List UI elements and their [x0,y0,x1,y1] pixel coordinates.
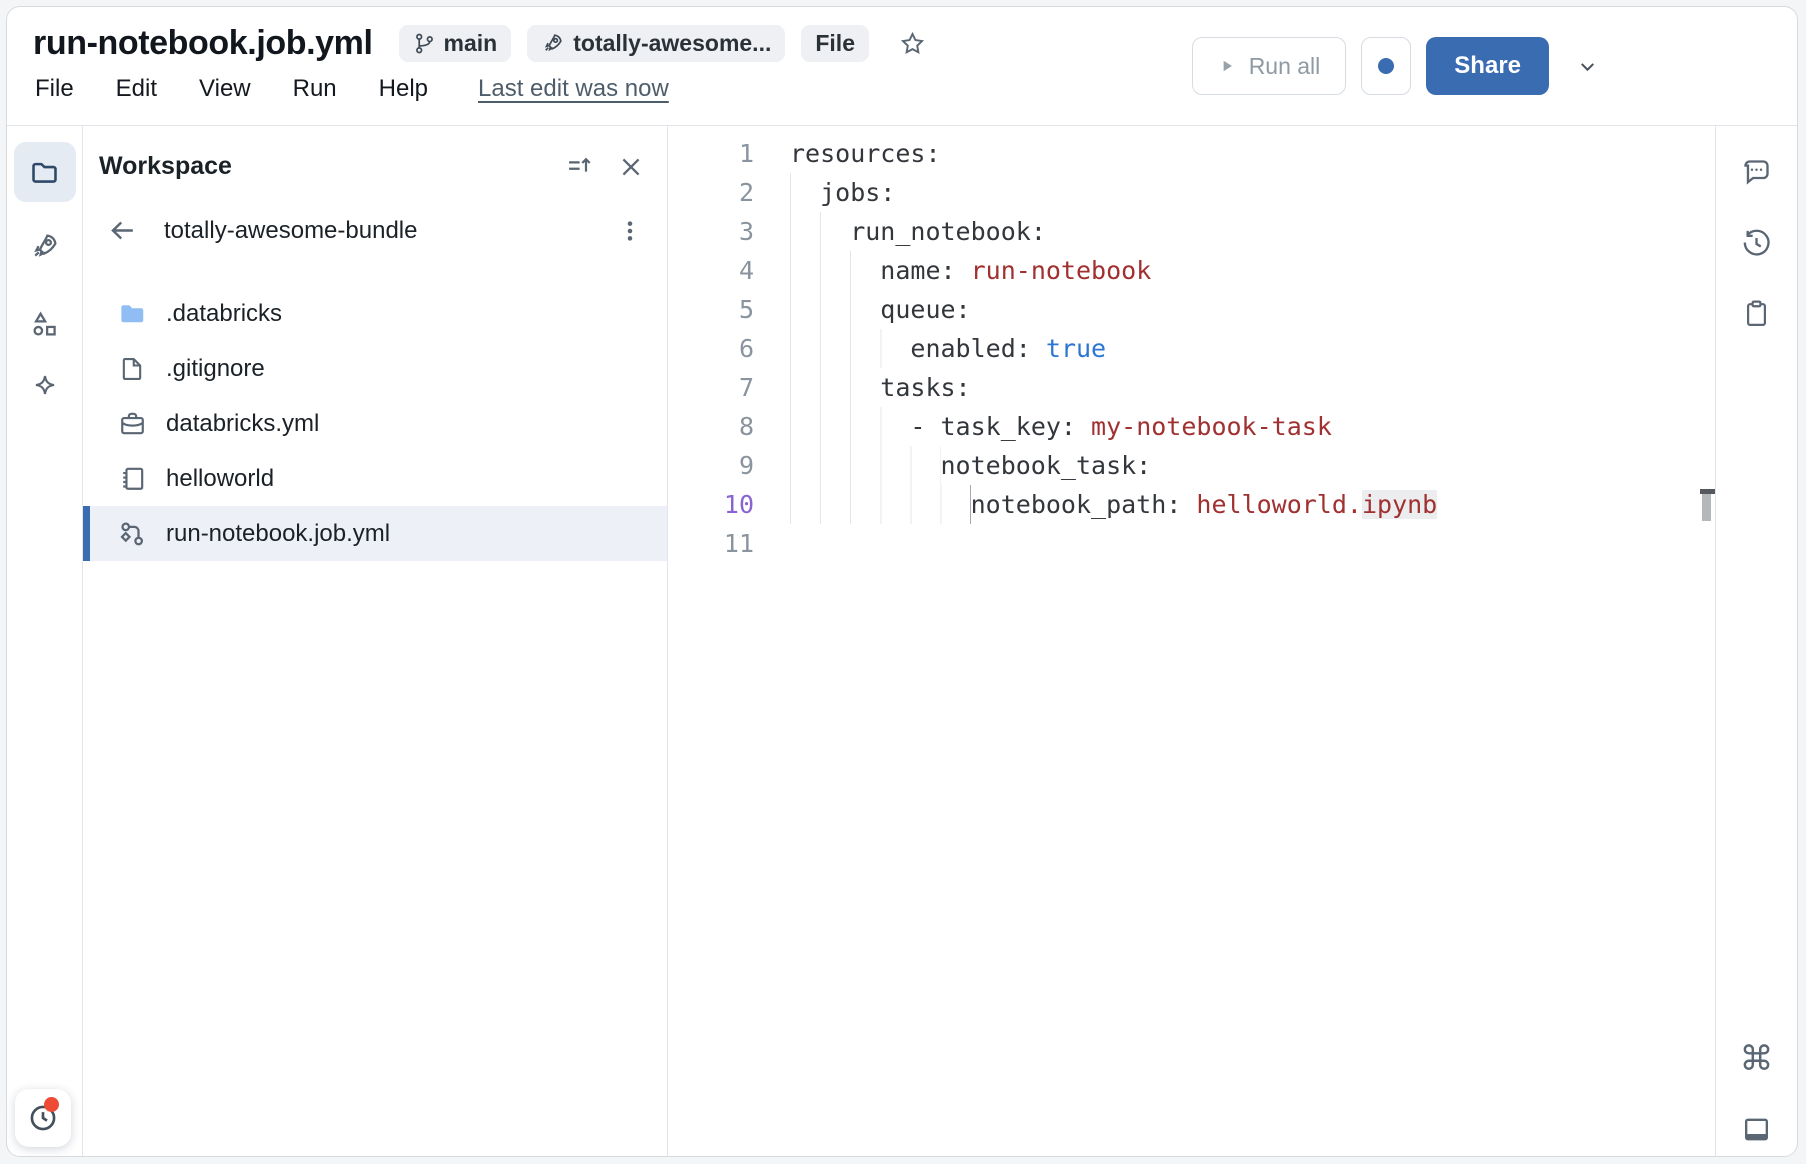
line-number: 7 [738,373,754,402]
back-arrow-button[interactable] [107,215,138,246]
code-text: jobs: [790,173,895,212]
favorite-star-button[interactable] [899,30,926,57]
line-number: 10 [723,490,754,519]
code-lines: 1 resources: 2 jobs: 3 run_notebook: 4 name: ru… [668,134,1715,563]
code-text: tasks: [790,368,971,407]
list-item-run-notebook-job-yml[interactable]: run-notebook.job.yml [83,506,667,561]
code-text: enabled: true [790,329,1106,368]
line-number: 5 [738,295,754,324]
code-line[interactable]: 11 [668,524,1715,563]
menu-run[interactable]: Run [292,75,337,102]
code-line[interactable]: 10 notebook_path: helloworld.ipynb [668,485,1715,524]
code-line[interactable]: 6 enabled: true [668,329,1715,368]
menu-view[interactable]: View [199,75,251,102]
code-line[interactable]: 9 notebook_task: [668,446,1715,485]
app-window: run-notebook.job.yml main [6,6,1798,1157]
list-item-helloworld-notebook[interactable]: helloworld [83,451,667,506]
breadcrumb-bundle-name[interactable]: totally-awesome-bundle [164,216,418,244]
menu-help[interactable]: Help [378,75,429,102]
header: run-notebook.job.yml main [7,7,1797,126]
notebook-icon [117,464,147,493]
page-title: run-notebook.job.yml [33,23,373,62]
workspace-panel: Workspace [83,126,668,1156]
line-number: 9 [738,451,754,480]
bundle-badge[interactable]: totally-awesome... [527,24,786,62]
bundle-icon [117,409,147,438]
code-text: notebook_path: helloworld.ipynb [790,485,1438,524]
rocket-icon [541,31,565,55]
line-number: 11 [723,529,754,558]
scrollbar-cursor-marker[interactable] [1700,489,1715,494]
code-line[interactable]: 5 queue: [668,290,1715,329]
sort-button[interactable] [565,153,593,181]
star-icon [899,30,926,57]
file-list: .databricks .gitignore [83,286,667,561]
play-icon [1218,57,1236,75]
code-line[interactable]: 1 resources: [668,134,1715,173]
code-text: name: run-notebook [790,251,1151,290]
run-all-button[interactable]: Run all [1191,37,1347,95]
clipboard-icon[interactable] [1741,298,1772,329]
keyboard-shortcuts-icon[interactable]: ⌘ [1739,1039,1774,1079]
chevron-down-icon[interactable] [1576,55,1599,78]
code-text: resources: [790,139,941,168]
code-line[interactable]: 8 - task_key: my-notebook-task [668,407,1715,446]
header-actions: Run all Share [1191,37,1599,95]
menu-file[interactable]: File [35,75,74,102]
sidebar-item-workspace[interactable] [13,142,76,202]
line-number: 2 [738,178,754,207]
main-area: Workspace [7,126,1797,1156]
line-number: 8 [738,412,754,441]
version-history-icon[interactable] [1740,227,1773,260]
line-number: 4 [738,256,754,285]
sidebar-item-bundles[interactable] [29,230,61,262]
folder-icon [117,298,147,329]
git-branch-badge[interactable]: main [398,24,512,62]
assistant-sparkle-icon[interactable] [30,372,60,402]
compute-status-dot-icon [1378,58,1395,74]
right-rail: ⌘ [1715,126,1797,1156]
code-line[interactable]: 3 run_notebook: [668,212,1715,251]
list-item-databricks-yml[interactable]: databricks.yml [83,396,667,451]
notification-dot [44,1097,59,1112]
file-type-badge: File [801,24,869,62]
bottom-panel-icon[interactable] [1741,1114,1772,1145]
code-line[interactable]: 4 name: run-notebook [668,251,1715,290]
menu-bar: File Edit View Run Help Last edit was no… [7,63,1797,103]
panel-title: Workspace [99,152,232,180]
code-text: - task_key: my-notebook-task [790,407,1332,446]
compute-status-button[interactable] [1361,37,1412,95]
list-item-databricks-folder[interactable]: .databricks [83,286,667,341]
list-item-gitignore[interactable]: .gitignore [83,341,667,396]
line-number: 6 [738,334,754,363]
share-button[interactable]: Share [1426,37,1549,95]
code-line[interactable]: 2 jobs: [668,173,1715,212]
file-icon [117,355,147,383]
recents-clock-button[interactable] [15,1089,71,1147]
last-edit-link[interactable]: Last edit was now [478,75,669,102]
code-text: queue: [790,290,971,329]
kebab-menu-icon[interactable] [617,218,643,244]
sidebar-item-resources[interactable] [29,308,61,340]
job-icon [117,519,147,549]
code-line[interactable]: 7 tasks: [668,368,1715,407]
code-editor[interactable]: 1 resources: 2 jobs: 3 run_notebook: 4 name: ru… [668,126,1715,1156]
scrollbar-thumb[interactable] [1702,494,1711,521]
folder-icon [29,157,60,188]
menu-edit[interactable]: Edit [115,75,158,102]
git-branch-icon [413,32,436,55]
code-text: notebook_task: [790,446,1151,485]
code-text: run_notebook: [790,212,1046,251]
line-number: 3 [738,217,754,246]
clock-icon [27,1102,59,1134]
comments-icon[interactable] [1740,156,1773,189]
line-number: 1 [738,139,754,168]
left-rail [7,126,83,1156]
close-icon[interactable] [617,153,645,181]
